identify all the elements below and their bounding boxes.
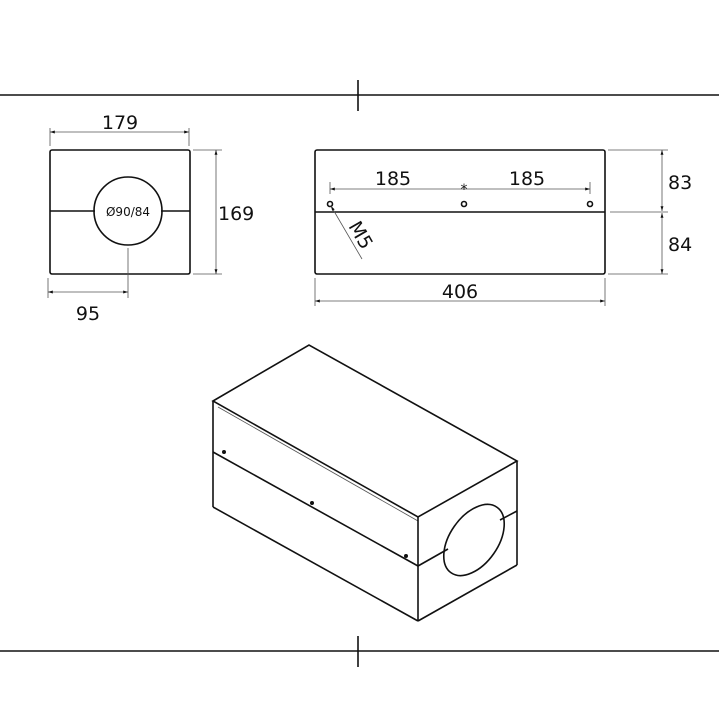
height-dimension: 169 [218,203,254,225]
spacing-left-dimension: 185 [375,168,411,190]
thread-label: M5 [344,218,377,254]
screw-hole [460,200,468,208]
hole-diameter-label: Ø90/84 [106,205,150,219]
pipe-hole [93,176,163,246]
center-mark-icon: * [461,182,468,198]
lower-height-dimension: 84 [668,234,692,256]
front-view: Ø90/84 179 169 95 [47,112,254,325]
iso-screw [404,554,408,558]
iso-screw [310,501,314,505]
iso-pipe-hole [442,503,506,577]
length-dimension: 406 [442,281,478,303]
screw-hole [586,200,594,208]
side-view: * 185 185 M5 83 84 406 [314,149,692,306]
isometric-view [211,344,519,622]
iso-screw [222,450,226,454]
offset-dimension: 95 [76,303,100,325]
upper-height-dimension: 83 [668,172,692,194]
spacing-right-dimension: 185 [509,168,545,190]
width-dimension: 179 [102,112,138,134]
frame-lines [0,80,719,667]
screw-hole [326,200,334,208]
